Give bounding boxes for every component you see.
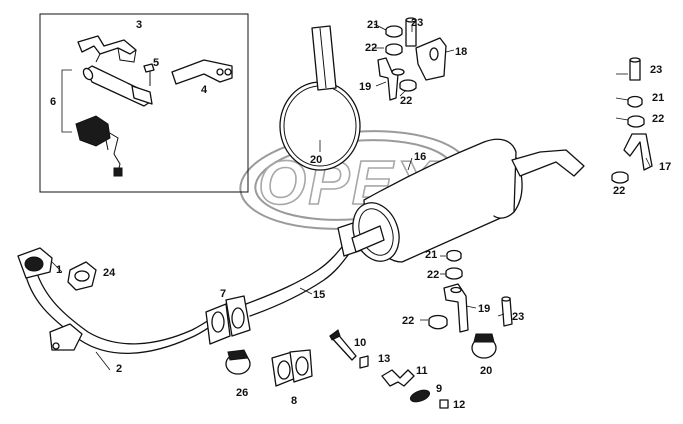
callout-8: 8 bbox=[291, 395, 297, 407]
callout-20-upper: 20 bbox=[310, 154, 322, 166]
callout-22-upper-b: 22 bbox=[400, 95, 412, 107]
middle-pipe-part-15 bbox=[245, 221, 363, 317]
callout-24: 24 bbox=[103, 267, 116, 279]
callout-6: 6 bbox=[50, 96, 56, 108]
callout-3: 3 bbox=[136, 19, 142, 31]
clamp-part-26 bbox=[225, 349, 251, 375]
clip-part-11 bbox=[381, 369, 415, 387]
bolt-part-10 bbox=[329, 329, 357, 361]
flange-joint-part-7 bbox=[205, 295, 251, 345]
hanger-assembly-lower bbox=[428, 249, 513, 359]
actuator-part-6 bbox=[82, 65, 153, 107]
callout-20-lower: 20 bbox=[480, 365, 492, 377]
callout-21-right: 21 bbox=[652, 92, 664, 104]
callout-23-upper: 23 bbox=[411, 17, 423, 29]
callout-19-upper: 19 bbox=[359, 81, 371, 93]
callout-13: 13 bbox=[378, 353, 390, 365]
bolt-part-5 bbox=[143, 63, 155, 86]
nut-part-13 bbox=[359, 355, 369, 369]
callout-22-lower-a: 22 bbox=[427, 269, 439, 281]
hanger-assembly-right bbox=[611, 57, 653, 184]
callout-19-lower: 19 bbox=[478, 303, 490, 315]
valve-part-6 bbox=[75, 115, 123, 177]
callout-23-lower: 23 bbox=[512, 311, 524, 323]
callout-11: 11 bbox=[416, 365, 428, 377]
gasket-part-9 bbox=[409, 389, 431, 403]
front-pipe-part-2 bbox=[17, 247, 215, 354]
flange-part-8 bbox=[271, 349, 313, 387]
callout-22-upper-a: 22 bbox=[365, 42, 377, 54]
hanger-assembly-upper bbox=[377, 17, 447, 101]
callout-23-right: 23 bbox=[650, 64, 662, 76]
callout-15: 15 bbox=[313, 289, 325, 301]
callout-16: 16 bbox=[414, 151, 426, 163]
callout-1: 1 bbox=[56, 264, 62, 276]
ring-clamp-part-20-upper bbox=[279, 25, 361, 171]
callout-22-right-a: 22 bbox=[652, 113, 664, 125]
callout-26: 26 bbox=[236, 387, 248, 399]
bracket-part-4 bbox=[171, 59, 233, 85]
callout-17: 17 bbox=[659, 161, 671, 173]
callout-18: 18 bbox=[455, 46, 467, 58]
nut-part-12 bbox=[439, 399, 449, 409]
callout-4: 4 bbox=[201, 84, 208, 96]
callout-2: 2 bbox=[116, 363, 122, 375]
callout-labels: 3 5 4 6 1 24 2 7 15 26 8 10 13 11 9 12 2… bbox=[50, 17, 671, 411]
callout-22-lower-b: 22 bbox=[402, 315, 414, 327]
leader-lines bbox=[51, 23, 651, 371]
callout-9: 9 bbox=[436, 383, 442, 395]
callout-21-lower: 21 bbox=[425, 249, 437, 261]
callout-7: 7 bbox=[220, 288, 226, 300]
bracket-part-3 bbox=[77, 35, 137, 63]
inset-box bbox=[39, 13, 249, 193]
gasket-part-24 bbox=[67, 261, 97, 291]
callout-22-right-b: 22 bbox=[613, 185, 625, 197]
callout-5: 5 bbox=[153, 57, 159, 69]
muffler-part-16 bbox=[351, 138, 585, 263]
callout-21-upper: 21 bbox=[367, 19, 379, 31]
callout-12: 12 bbox=[453, 399, 465, 411]
callout-10: 10 bbox=[354, 337, 366, 349]
